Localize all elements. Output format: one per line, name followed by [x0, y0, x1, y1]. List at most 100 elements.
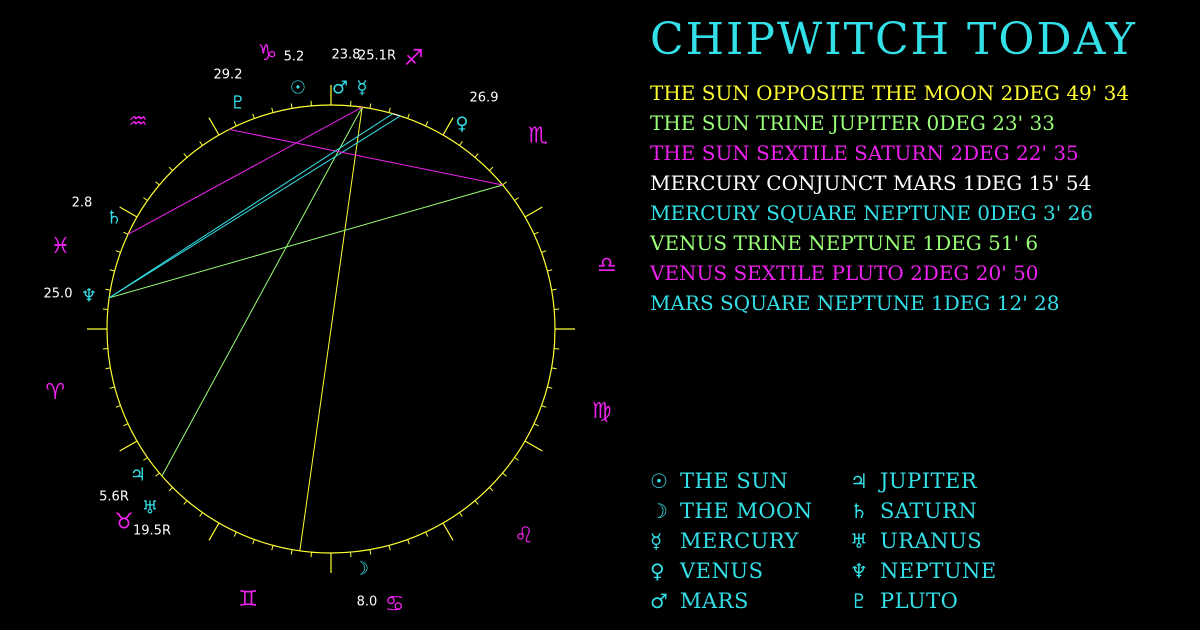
- pluto-icon: ♇: [230, 93, 246, 114]
- libra-icon: ♎: [597, 253, 617, 278]
- pluto-degree-label: 29.2: [214, 68, 243, 83]
- aspect-line-mercury-mars: [392, 113, 401, 117]
- mars-icon: ♂: [650, 589, 668, 613]
- legend-label: THE MOON: [680, 499, 813, 523]
- degree-tick: [514, 457, 519, 461]
- legend-item-mercury: ☿MERCURY: [650, 526, 799, 556]
- degree-tick: [199, 141, 203, 146]
- page-title: CHIPWITCH TODAY: [650, 14, 1137, 65]
- venus-icon: ♀: [455, 114, 468, 135]
- aquarius-icon: ♒: [128, 110, 148, 135]
- aspect-sun-trine-jupiter: THE SUN TRINE JUPITER 0DEG 23' 33: [650, 111, 1055, 135]
- degree-tick: [474, 153, 479, 158]
- degree-tick: [155, 472, 160, 477]
- aspect-line-mercury-neptune: [108, 115, 401, 299]
- aspect-mercury-conjunct-mars: MERCURY CONJUNCT MARS 1DEG 15' 54: [650, 171, 1092, 195]
- sagittarius-icon: ♐: [404, 46, 424, 71]
- jupiter-icon: ♃: [850, 469, 868, 493]
- moon-icon: ☽: [353, 559, 369, 580]
- mars-icon: ♂: [332, 78, 348, 99]
- aspect-list: THE SUN OPPOSITE THE MOON 2DEG 49' 34 TH…: [650, 78, 1190, 318]
- sign-boundary-tick: [524, 440, 543, 452]
- degree-tick: [271, 545, 274, 551]
- zodiac-signs: ♑♐♏♎♍♌♋♊♉♈♓♒: [45, 41, 616, 617]
- venus-icon: ♀: [650, 559, 665, 583]
- neptune-degree-label: 25.0: [44, 287, 73, 302]
- legend-label: URANUS: [880, 529, 983, 553]
- degree-tick: [425, 531, 429, 537]
- saturn-degree-label: 2.8: [72, 196, 93, 211]
- degree-tick: [199, 512, 203, 517]
- legend-item-saturn: ♄ SATURN: [850, 496, 977, 526]
- sign-boundary-tick: [208, 522, 220, 541]
- aspect-lines: [108, 106, 503, 551]
- degree-tick: [233, 121, 237, 127]
- aspect-venus-trine-neptune: VENUS TRINE NEPTUNE 1DEG 51' 6: [650, 231, 1039, 255]
- degree-tick: [123, 231, 129, 235]
- degree-tick: [271, 107, 274, 113]
- sign-boundary-tick: [442, 522, 454, 541]
- cancer-icon: ♋: [385, 592, 405, 617]
- degree-tick: [168, 487, 173, 492]
- saturn-icon: ♄: [850, 499, 868, 523]
- degree-tick: [502, 472, 507, 477]
- uranus-degree-label: 19.5R: [133, 524, 171, 539]
- jupiter-degree-label: 5.6R: [99, 490, 129, 505]
- degree-tick: [143, 457, 148, 461]
- degree-tick: [369, 549, 372, 555]
- degree-tick: [547, 269, 553, 272]
- aspect-mercury-square-neptune: MERCURY SQUARE NEPTUNE 0DEG 3' 26: [650, 201, 1094, 225]
- leo-icon: ♌: [514, 523, 534, 548]
- sign-boundary-tick: [119, 206, 138, 218]
- degree-tick: [252, 539, 255, 545]
- mercury-icon: ☿: [356, 78, 367, 99]
- degree-tick: [155, 181, 160, 186]
- legend-item-neptune: ♆NEPTUNE: [850, 556, 997, 586]
- degree-tick: [388, 107, 391, 113]
- sign-boundary-tick: [208, 117, 220, 136]
- sun-degree-label: 5.2: [284, 50, 305, 65]
- legend-item-jupiter: ♃JUPITER: [850, 466, 977, 496]
- natal-chart-wheel: ♑♐♏♎♍♌♋♊♉♈♓♒ ☉5.2♂23.8☿25.1R♇29.2♀26.9♄2…: [44, 41, 617, 617]
- degree-tick: [168, 166, 173, 171]
- degree-tick: [109, 386, 115, 389]
- aspect-mars-square-neptune: MARS SQUARE NEPTUNE 1DEG 12' 28: [650, 291, 1060, 315]
- mars-degree-label: 23.8: [332, 48, 361, 63]
- saturn-icon: ♄: [106, 208, 122, 229]
- degree-tick: [115, 250, 121, 253]
- degree-tick: [123, 423, 129, 427]
- sun-icon: ☉: [650, 469, 668, 493]
- degree-tick: [143, 197, 148, 201]
- legend-item-sun: ☉THE SUN: [650, 466, 788, 496]
- degree-tick: [407, 539, 410, 545]
- capricorn-icon: ♑: [257, 41, 277, 66]
- legend-label: SATURN: [880, 499, 978, 523]
- aspect-line-sun-jupiter: [161, 106, 363, 477]
- aspect-line-venus-pluto: [229, 128, 503, 186]
- legend-label: MARS: [680, 589, 749, 613]
- degree-tick: [183, 500, 188, 505]
- degree-tick: [551, 288, 557, 291]
- uranus-icon: ♅: [850, 529, 868, 553]
- degree-tick: [109, 269, 115, 272]
- degree-tick: [233, 531, 237, 537]
- aspect-line-sun-moon: [299, 107, 363, 551]
- degree-tick: [502, 181, 507, 186]
- degree-tick: [489, 166, 494, 171]
- legend-label: MERCURY: [680, 529, 799, 553]
- taurus-icon: ♉: [114, 510, 134, 535]
- degree-tick: [489, 487, 494, 492]
- degree-tick: [551, 367, 557, 370]
- sign-boundary-tick: [442, 117, 454, 136]
- aspect-line-venus-neptune: [109, 184, 503, 299]
- legend-item-pluto: ♇PLUTO: [850, 586, 958, 616]
- sun-icon: ☉: [290, 78, 306, 99]
- legend-item-mars: ♂ MARS: [650, 586, 749, 616]
- legend-item-venus: ♀VENUS: [650, 556, 763, 586]
- aspect-line-mars-neptune: [108, 113, 394, 299]
- degree-tick: [541, 250, 547, 253]
- jupiter-icon: ♃: [130, 465, 146, 486]
- virgo-icon: ♍: [592, 399, 612, 424]
- degree-tick: [252, 113, 255, 119]
- legend-item-uranus: ♅ URANUS: [850, 526, 982, 556]
